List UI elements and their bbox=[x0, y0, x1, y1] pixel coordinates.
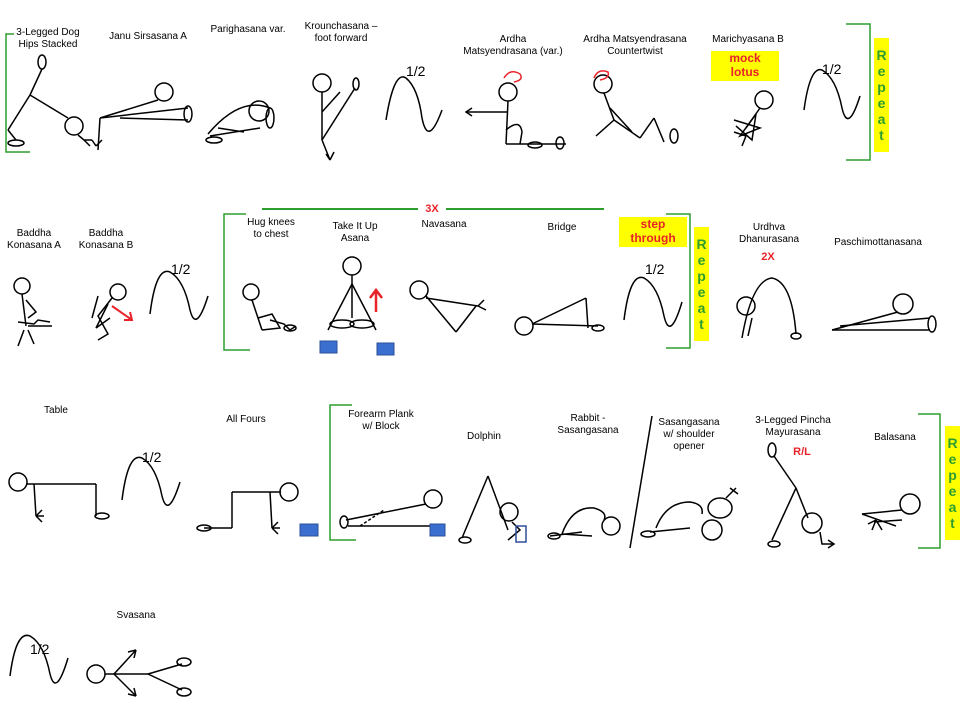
label-navasana: Navasana bbox=[421, 219, 467, 230]
figure-marichyasana-b bbox=[733, 90, 774, 147]
mock-lotus-note: mock lotus bbox=[711, 51, 779, 81]
figure-take-it-up bbox=[319, 256, 395, 356]
half-label-5: 1/2 bbox=[142, 449, 162, 465]
bracket-row1-left bbox=[5, 33, 30, 153]
half-wave-5 bbox=[121, 456, 181, 507]
bracket-row3-right bbox=[918, 413, 941, 549]
figure-dolphin bbox=[458, 475, 527, 544]
half-wave-6 bbox=[9, 634, 69, 684]
label-marichyasana-b: Marichyasana B bbox=[712, 34, 784, 45]
repeat-letter: a bbox=[877, 111, 886, 127]
bracket-row2-left bbox=[223, 213, 250, 351]
half-wave-2 bbox=[803, 69, 861, 120]
bracket-row1-right bbox=[846, 23, 871, 161]
figure-baddha-konasana-b bbox=[91, 283, 134, 341]
repeat-letter: e bbox=[948, 451, 957, 467]
figure-hug-knees bbox=[242, 283, 297, 332]
figure-balasana bbox=[861, 493, 921, 531]
label-ardha-matsyendrasana: Ardha Matsyendrasana (var.) bbox=[463, 34, 563, 57]
half-label-1: 1/2 bbox=[406, 63, 426, 79]
half-label-6: 1/2 bbox=[30, 641, 50, 657]
label-bridge: Bridge bbox=[547, 222, 577, 233]
label-forearm-plank: Forearm Plank w/ Block bbox=[348, 409, 414, 432]
label-parighasana: Parighasana var. bbox=[210, 24, 286, 35]
half-label-3: 1/2 bbox=[171, 261, 191, 277]
figure-parighasana bbox=[205, 100, 275, 144]
label-svasana: Svasana bbox=[116, 610, 156, 621]
repeat-letter: t bbox=[950, 515, 955, 531]
half-wave-3 bbox=[149, 270, 209, 321]
label-baddha-konasana-b: Baddha Konasana B bbox=[78, 228, 134, 251]
repeat-letter: a bbox=[948, 499, 957, 515]
repeat-letter: p bbox=[948, 467, 957, 483]
half-wave-4 bbox=[623, 276, 683, 327]
figure-urdhva-dhanurasana bbox=[736, 277, 802, 340]
label-take-it-up: Take It Up Asana bbox=[332, 221, 378, 244]
half-wave-1 bbox=[385, 76, 443, 132]
two-x-note: 2X bbox=[761, 251, 775, 263]
figure-rabbit bbox=[547, 507, 621, 540]
label-baddha-konasana-a: Baddha Konasana A bbox=[7, 228, 61, 251]
label-dolphin: Dolphin bbox=[467, 431, 501, 442]
figure-baddha-konasana-a bbox=[13, 277, 52, 347]
figure-janu-sirsasana bbox=[91, 82, 193, 151]
figure-forearm-plank bbox=[339, 489, 446, 537]
repeat-letter: p bbox=[877, 79, 886, 95]
figure-pincha bbox=[767, 442, 836, 549]
label-balasana: Balasana bbox=[874, 432, 916, 443]
repeat-letter: e bbox=[697, 252, 706, 268]
repeat-letter: e bbox=[948, 483, 957, 499]
repeat-letter: R bbox=[696, 236, 707, 252]
label-pincha: 3-Legged Pincha Mayurasana bbox=[755, 415, 831, 438]
label-janu-sirsasana: Janu Sirsasana A bbox=[109, 31, 187, 42]
repeat-letter: p bbox=[697, 268, 706, 284]
figure-three-legged-dog bbox=[7, 54, 92, 147]
step-through-note: step through bbox=[619, 217, 687, 247]
bracket-row2-right bbox=[666, 213, 691, 349]
figure-paschimottanasana bbox=[831, 293, 937, 333]
repeat-letter: e bbox=[877, 95, 886, 111]
label-table: Table bbox=[44, 405, 68, 416]
label-urdhva-dhanurasana: Urdhva Dhanurasana bbox=[738, 222, 800, 245]
label-hug-knees: Hug knees to chest bbox=[247, 217, 295, 240]
label-ardha-matsyendrasana-counter: Ardha Matsyendrasana Countertwist bbox=[583, 34, 687, 57]
figure-all-fours bbox=[196, 482, 319, 537]
divider-slash bbox=[629, 415, 653, 549]
repeat-badge-3: R e p e a t bbox=[945, 426, 960, 540]
figure-navasana bbox=[409, 280, 487, 333]
rl-note: R/L bbox=[793, 446, 811, 458]
repeat-badge-1: R e p e a t bbox=[874, 38, 889, 152]
repeat-letter: t bbox=[879, 127, 884, 143]
label-all-fours: All Fours bbox=[226, 414, 266, 425]
repeat-letter: t bbox=[699, 316, 704, 332]
repeat-letter: R bbox=[947, 435, 958, 451]
repeat-badge-2: R e p e a t bbox=[694, 227, 709, 341]
label-three-legged-dog: 3-Legged Dog Hips Stacked bbox=[16, 27, 80, 50]
repeat-letter: e bbox=[877, 63, 886, 79]
label-rabbit: Rabbit - Sasangasana bbox=[557, 413, 619, 436]
figure-ardha-matsyendrasana-counter bbox=[593, 70, 679, 144]
repeat-letter: R bbox=[876, 47, 887, 63]
figure-svasana bbox=[86, 649, 192, 697]
label-paschimottanasana: Paschimottanasana bbox=[834, 237, 922, 248]
repeat-letter: a bbox=[697, 300, 706, 316]
repeat-letter: e bbox=[697, 284, 706, 300]
label-sasangasana-shoulder: Sasangasana w/ shoulder opener bbox=[658, 417, 720, 452]
figure-ardha-matsyendrasana bbox=[464, 71, 566, 150]
half-label-4: 1/2 bbox=[645, 261, 665, 277]
figure-sasangasana-shoulder bbox=[640, 487, 739, 541]
three-x-note: 3X bbox=[418, 203, 446, 215]
figure-bridge bbox=[514, 297, 605, 336]
half-label-2: 1/2 bbox=[822, 61, 842, 77]
figure-table bbox=[8, 472, 110, 523]
bracket-row3-left bbox=[329, 404, 356, 541]
label-krounchasana: Krounchasana – foot forward bbox=[304, 21, 378, 44]
figure-krounchasana bbox=[312, 73, 360, 161]
